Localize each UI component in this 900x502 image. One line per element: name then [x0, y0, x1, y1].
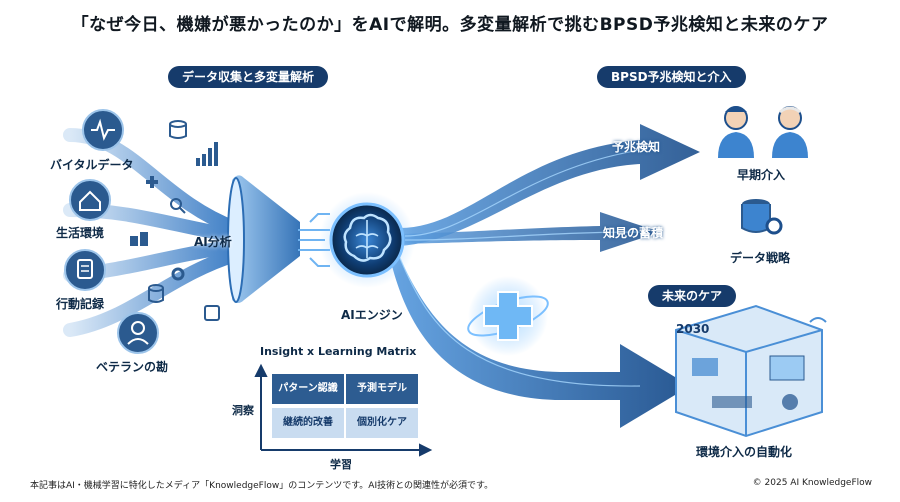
funnel-label: AI分析 — [194, 235, 232, 249]
footer-note: 本記事はAI・機械学習に特化したメディア「KnowledgeFlow」のコンテン… — [30, 481, 494, 491]
matrix-cell-personalized: 個別化ケア — [346, 408, 418, 438]
matrix-axes — [254, 363, 433, 457]
ai-engine-label: AIエンジン — [341, 308, 403, 322]
header-future-care: 未来のケア — [648, 285, 737, 307]
flow-label-sign-detection: 予兆検知 — [612, 140, 661, 154]
money-icon — [204, 305, 220, 321]
smart-room-illustration — [675, 304, 827, 438]
buildings-icon — [130, 232, 148, 246]
matrix-cell-pattern: パターン認識 — [272, 374, 344, 404]
bar-chart-icon — [196, 142, 218, 166]
output-environment-automation: 環境介入の自動化 — [696, 445, 793, 459]
output-flows — [390, 124, 700, 428]
matrix-title: Insight x Learning Matrix — [260, 345, 417, 358]
footer-copyright: © 2025 AI KnowledgeFlow — [752, 478, 872, 488]
input-behavior-record: 行動記録 — [56, 297, 105, 311]
elderly-person-icon — [772, 106, 808, 158]
medical-cross-icon — [467, 276, 549, 356]
heartbeat-icon — [82, 109, 124, 151]
ai-engine-icon — [319, 192, 415, 288]
matrix-cell-prediction: 予測モデル — [346, 374, 418, 404]
year-label: 2030 — [676, 322, 710, 336]
gear-icon — [171, 267, 185, 281]
data-strategy-icon — [741, 199, 783, 235]
input-living-environment: 生活環境 — [56, 226, 105, 240]
database-icon — [169, 120, 187, 139]
matrix-cell-improvement: 継続的改善 — [272, 408, 344, 438]
input-veteran-intuition: ベテランの勘 — [96, 360, 169, 374]
header-bpsd-detection: BPSD予兆検知と介入 — [597, 66, 746, 88]
output-data-strategy: データ戦略 — [730, 251, 791, 265]
matrix-y-label: 洞察 — [232, 404, 254, 417]
page-title: 「なぜ今日、機嫌が悪かったのか」をAIで解明。多変量解析で挑むBPSD予兆検知と… — [71, 15, 829, 35]
server-icon — [148, 284, 164, 303]
header-data-collection: データ収集と多変量解析 — [168, 66, 329, 88]
funnel — [227, 175, 300, 303]
nurse-icon — [718, 106, 754, 158]
input-vital-data: バイタルデータ — [50, 158, 134, 172]
flow-label-knowledge: 知見の蓄積 — [603, 226, 664, 240]
home-icon — [69, 179, 111, 221]
output-early-intervention: 早期介入 — [737, 168, 786, 182]
magnifier-icon — [170, 198, 186, 214]
matrix-x-label: 学習 — [330, 458, 352, 471]
expert-person-icon — [117, 312, 159, 354]
clipboard-icon — [64, 249, 106, 291]
plus-icon — [146, 176, 158, 188]
